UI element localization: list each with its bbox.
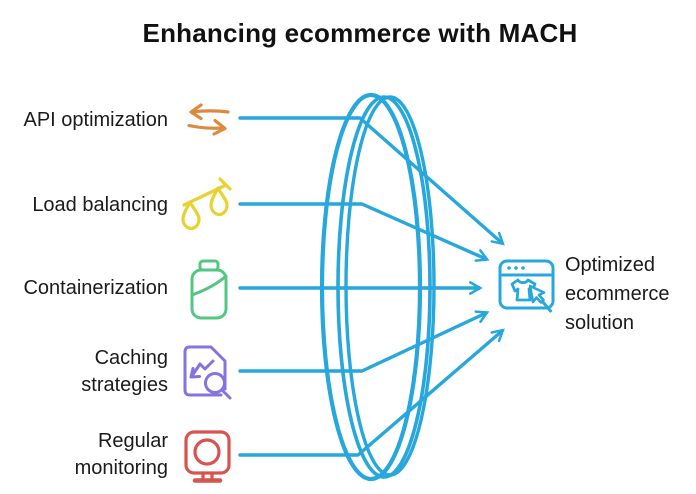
ray-api-optimization <box>238 116 502 243</box>
ray-load-balancing <box>238 202 486 259</box>
ecommerce-browser-cursor-icon <box>498 259 555 313</box>
input-label-regular-monitoring: Regular monitoring <box>74 430 168 479</box>
input-label-caching-strategies: Caching strategies <box>81 347 168 396</box>
transfer-arrows-icon <box>187 103 230 136</box>
container-jar-icon <box>190 259 228 320</box>
ray-caching <box>238 313 486 373</box>
page-title: Enhancing ecommerce with MACH <box>142 18 578 48</box>
output-label-optimized-solution: Optimized ecommerce solution <box>565 254 670 334</box>
input-label-load-balancing: Load balancing <box>32 194 168 216</box>
balance-scale-icon <box>181 177 232 231</box>
monitor-icon <box>184 430 231 483</box>
cache-report-magnifier-icon <box>183 345 232 400</box>
lens-icon <box>319 92 436 482</box>
input-label-containerization: Containerization <box>23 277 168 299</box>
input-label-api-optimization: API optimization <box>23 109 168 131</box>
ray-monitoring <box>238 331 502 457</box>
